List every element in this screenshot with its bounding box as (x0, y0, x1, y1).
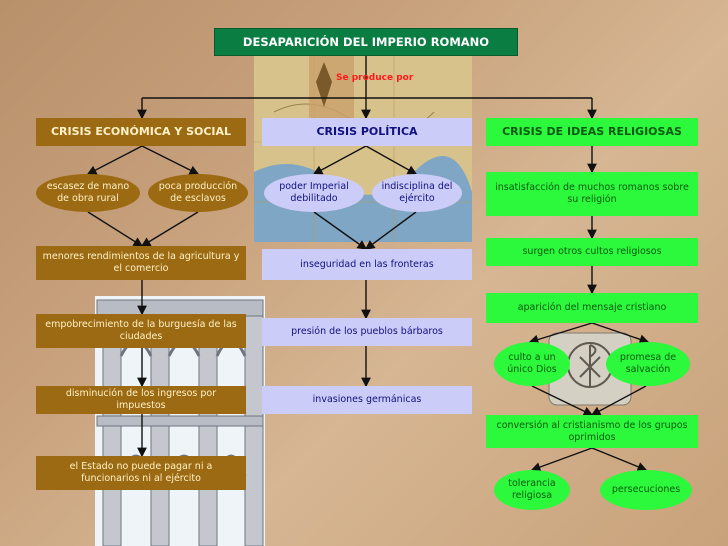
node-otros-cultos: surgen otros cultos religiosos (486, 238, 698, 266)
header-crisis-economica: CRISIS ECONÓMICA Y SOCIAL (36, 118, 246, 146)
node-invasiones-germanicas: invasiones germánicas (262, 386, 472, 414)
node-insatisfaccion: insatisfacción de muchos romanos sobre s… (486, 172, 698, 216)
node-estado-no-paga: el Estado no puede pagar ni a funcionari… (36, 456, 246, 490)
node-presion-barbaros: presión de los pueblos bárbaros (262, 318, 472, 346)
diagram-title: DESAPARICIÓN DEL IMPERIO ROMANO (214, 28, 518, 56)
node-indisciplina-ejercito: indisciplina del ejército (372, 174, 462, 212)
node-tolerancia-religiosa: tolerancia religiosa (494, 470, 570, 510)
node-conversion-oprimidos: conversión al cristianismo de los grupos… (486, 415, 698, 448)
node-promesa-salvacion: promesa de salvación (606, 342, 690, 386)
node-disminucion-ingresos: disminución de los ingresos por impuesto… (36, 386, 246, 414)
node-poder-imperial: poder Imperial debilitado (264, 174, 364, 212)
node-escasez-mano-obra: escasez de mano de obra rural (36, 174, 140, 212)
node-persecuciones: persecuciones (600, 470, 692, 510)
node-culto-unico-dios: culto a un único Dios (494, 342, 570, 386)
node-inseguridad-fronteras: inseguridad en las fronteras (262, 249, 472, 280)
header-crisis-religiosa: CRISIS DE IDEAS RELIGIOSAS (486, 118, 698, 146)
map-illustration (254, 52, 472, 242)
connector-note: Se produce por (336, 73, 414, 83)
node-empobrecimiento: empobrecimiento de la burguesía de las c… (36, 314, 246, 348)
node-poca-produccion: poca producción de esclavos (148, 174, 248, 212)
node-menores-rendimientos: menores rendimientos de la agricultura y… (36, 246, 246, 280)
node-mensaje-cristiano: aparición del mensaje cristiano (486, 293, 698, 323)
header-crisis-politica: CRISIS POLÍTICA (262, 118, 472, 146)
